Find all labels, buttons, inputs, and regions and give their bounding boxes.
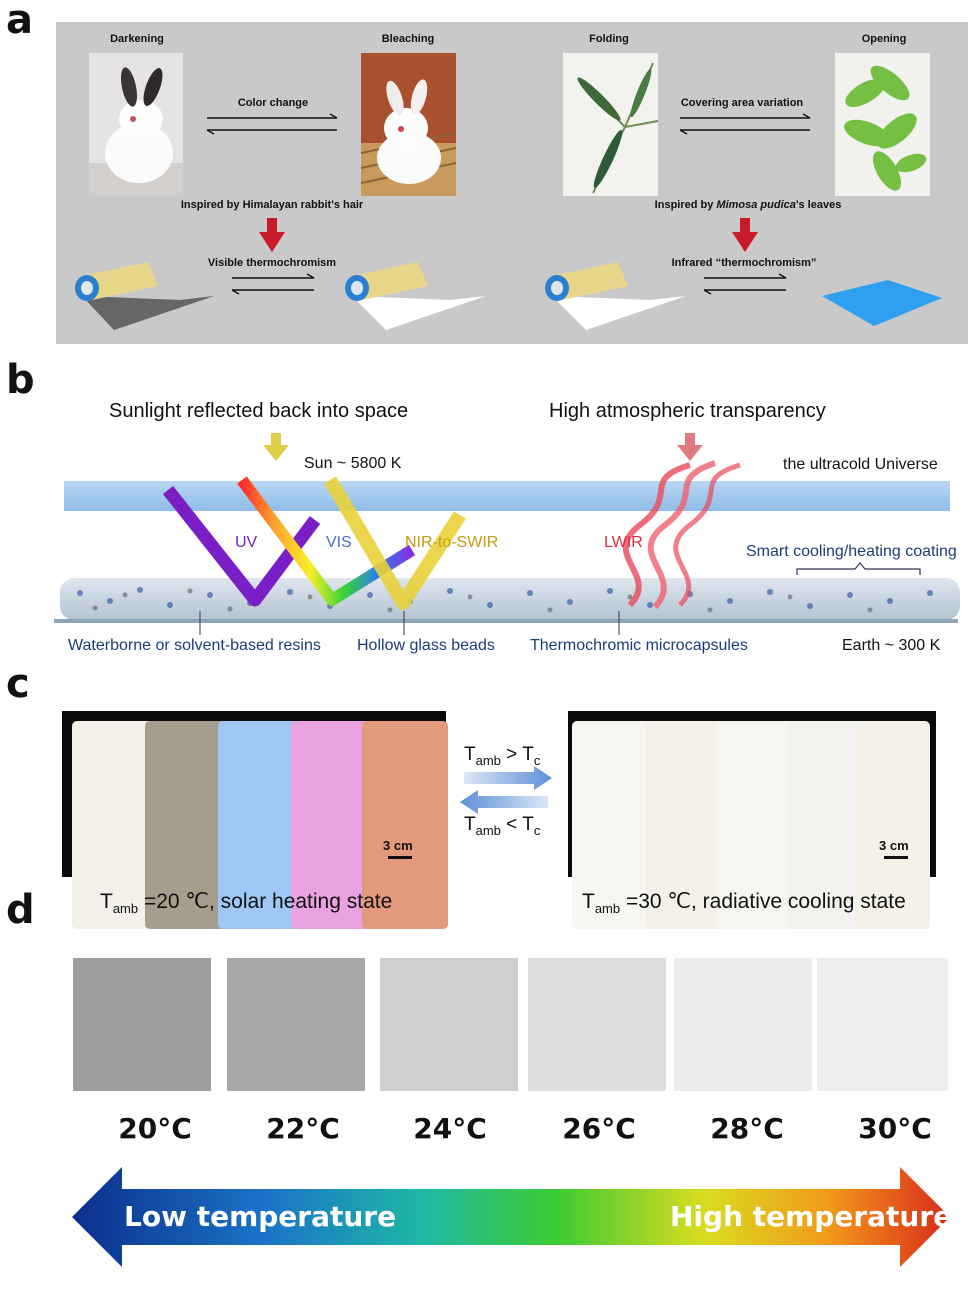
swatch-30c [817,958,948,1091]
scale-bar-label-right: 3 cm [879,838,909,853]
mimosa-inspiration-suffix: 's leaves [795,199,842,211]
greater-than: > [500,744,523,765]
earth-temperature-label: Earth ~ 300 K [842,637,941,654]
rabbit-inspiration-label: Inspired by Himalayan rabbit's hair [180,199,364,211]
rabbit-darkening-photo [89,53,183,196]
swatch-24c [380,958,518,1091]
cooling-state-caption: Tamb =30 ℃, radiative cooling state [582,889,906,916]
condition-below-tc: Tamb < Tc [464,814,540,838]
rabbit-bleaching-photo [361,53,456,196]
swatch-28c [674,958,812,1091]
swatch-20c [73,958,211,1091]
temp-label-20: 20°C [118,1112,192,1145]
uv-label: UV [235,534,258,551]
mimosa-opening-photo [835,53,930,196]
smart-coating-label: Smart cooling/heating coating [746,543,957,560]
panel-label-b: b [6,357,35,403]
cooling-caption-text: =30 ℃, radiative cooling state [620,890,906,913]
atmospheric-transparency-label: High atmospheric transparency [549,400,826,422]
panel-label-d: d [6,887,35,933]
sunlight-reflected-label: Sunlight reflected back into space [109,400,409,422]
switching-arrows [460,766,552,814]
temp-label-24: 24°C [413,1112,487,1145]
t-symbol: T [582,890,595,913]
scale-bar-left [388,856,412,859]
cooling-state-photo: 3 cm [568,711,936,929]
lwir-label: LWIR [604,534,643,551]
covering-area-label: Covering area variation [680,97,804,109]
sample-strip-white [72,721,158,929]
mimosa-species-name: Mimosa pudica [716,199,796,211]
coating-diagram [54,433,960,635]
nir-label: NIR-to-SWIR [405,534,499,551]
panel-label-a: a [6,0,33,43]
sample-strip-5-cooled [858,721,930,929]
folding-label: Folding [589,33,629,45]
temp-label-22: 22°C [266,1112,340,1145]
visible-thermochromism-label: Visible thermochromism [207,257,337,269]
temperature-gradient-arrow [72,1167,950,1267]
opening-label: Opening [861,33,907,45]
temp-label-28: 28°C [710,1112,784,1145]
mimosa-inspiration-prefix: Inspired by [654,199,717,211]
mimosa-folding-photo [563,53,658,196]
amb-subscript: amb [112,901,139,917]
amb-subscript: amb [475,822,501,838]
universe-label: the ultracold Universe [783,456,938,473]
panel-label-c: c [6,661,30,707]
less-than: < [500,814,523,835]
glass-beads-label: Hollow glass beads [357,637,495,654]
sample-strip-orange [362,721,448,929]
sample-strip-blue [218,721,304,929]
resins-label: Waterborne or solvent-based resins [68,637,321,654]
swatch-26c [528,958,666,1091]
sample-strip-1-cooled [572,721,658,929]
high-temperature-label: High temperature [670,1200,953,1233]
sample-strip-grey [145,721,231,929]
panel-a-background [56,22,968,344]
heating-caption-text: =20 ℃, solar heating state [138,890,393,913]
c-subscript: c [533,822,541,838]
temp-label-30: 30°C [858,1112,932,1145]
microcapsules-label: Thermochromic microcapsules [530,637,748,654]
scale-bar-right [884,856,908,859]
heating-state-photo: 3 cm [62,711,448,929]
infrared-thermochromism-label: Infrared “thermochromism” [671,257,817,269]
t-symbol: T [522,814,534,835]
amb-subscript: amb [475,752,501,768]
t-symbol: T [522,744,534,765]
condition-above-tc: Tamb > Tc [464,744,540,768]
mimosa-inspiration-label: Inspired by Mimosa pudica's leaves [655,199,842,211]
scale-bar-label-left: 3 cm [383,838,413,853]
panel-a-arrows [75,113,942,330]
sun-temperature-label: Sun ~ 5800 K [304,455,402,472]
t-symbol: T [464,744,476,765]
color-change-label: Color change [237,97,309,109]
swatch-22c [227,958,365,1091]
t-symbol: T [100,890,113,913]
bleaching-label: Bleaching [381,33,435,45]
c-subscript: c [533,752,541,768]
amb-subscript: amb [594,901,621,917]
darkening-label: Darkening [110,33,164,45]
t-symbol: T [464,814,476,835]
low-temperature-label: Low temperature [124,1200,397,1233]
temp-label-26: 26°C [562,1112,636,1145]
vis-label: VIS [326,534,352,551]
heating-state-caption: Tamb =20 ℃, solar heating state [100,889,392,916]
